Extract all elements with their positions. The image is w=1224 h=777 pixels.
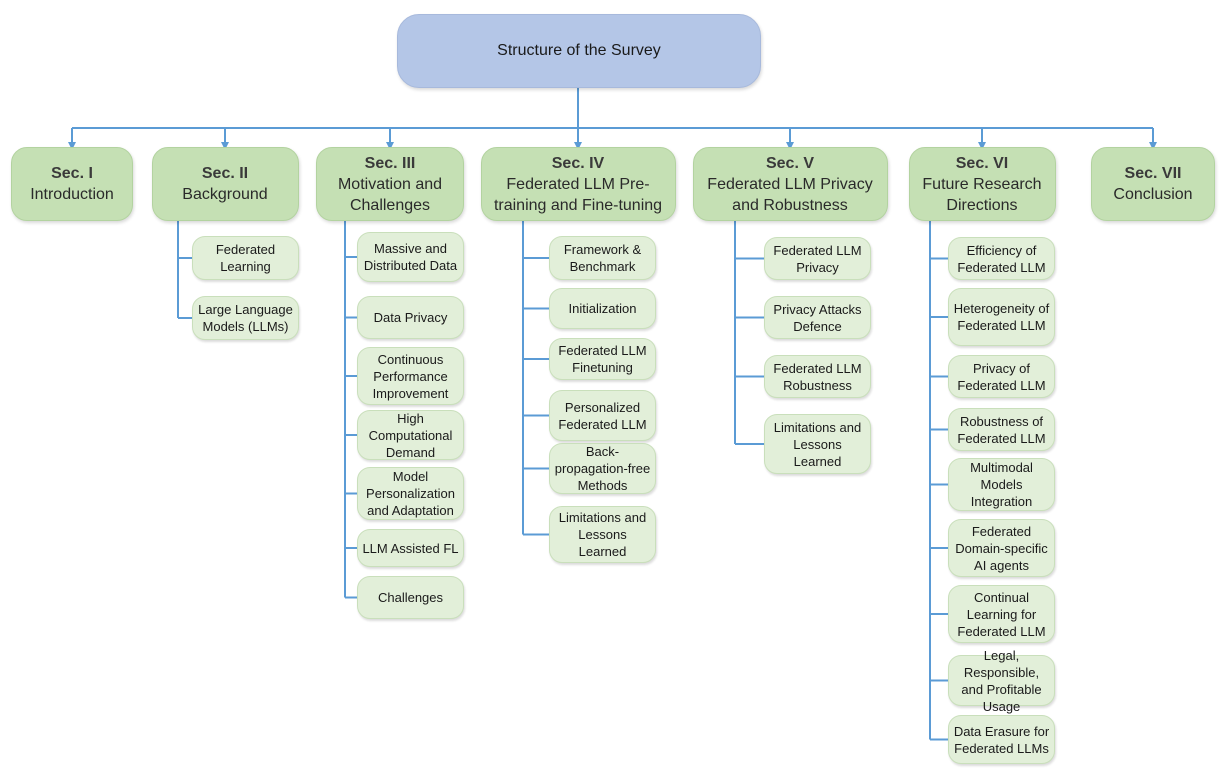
sec-5-topic-4: Limitations and Lessons Learned bbox=[764, 414, 871, 474]
sec-4-topic-1: Framework & Benchmark bbox=[549, 236, 656, 280]
sec-2-topic-2: Large Language Models (LLMs) bbox=[192, 296, 299, 340]
sec-3-topic-5: Model Personalization and Adaptation bbox=[357, 467, 464, 520]
sec-3-topic-6: LLM Assisted FL bbox=[357, 529, 464, 567]
root-label: Structure of the Survey bbox=[497, 42, 661, 59]
sec-4-topic-5: Back-propagation-free Methods bbox=[549, 443, 656, 494]
sec-6-topic-5: Multimodal Models Integration bbox=[948, 458, 1055, 511]
sec-6-topic-3: Privacy of Federated LLM bbox=[948, 355, 1055, 398]
sec-1-box: Sec. I Introduction bbox=[11, 147, 133, 221]
sec-6-title: Future Research Directions bbox=[922, 175, 1042, 214]
sec-3-topic-3: Continuous Performance Improvement bbox=[357, 347, 464, 405]
sec-2-topic-1: Federated Learning bbox=[192, 236, 299, 280]
sec-4-number: Sec. IV bbox=[551, 154, 605, 172]
sec-1-number: Sec. I bbox=[51, 165, 93, 182]
sec-2-title: Background bbox=[182, 186, 268, 203]
sec-3-number: Sec. III bbox=[364, 154, 416, 172]
sec-6-topic-4: Robustness of Federated LLM bbox=[948, 408, 1055, 451]
sec-3-topic-4: High Computational Demand bbox=[357, 410, 464, 460]
sec-6-topic-8: Legal, Responsible, and Profitable Usage bbox=[948, 648, 1055, 714]
sec-5-number: Sec. V bbox=[765, 154, 815, 172]
sec-3-title: Motivation and Challenges bbox=[337, 175, 443, 214]
sec-1-title: Introduction bbox=[30, 186, 114, 203]
sec-6-topic-1: Efficiency of Federated LLM bbox=[948, 237, 1055, 280]
sec-4-topic-4: Personalized Federated LLM bbox=[549, 390, 656, 441]
sec-3-box: Sec. III Motivation and Challenges bbox=[316, 147, 464, 221]
sec-6-number: Sec. VI bbox=[955, 154, 1009, 172]
sec-4-topic-6: Limitations and Lessons Learned bbox=[549, 506, 656, 563]
sec-6-box: Sec. VI Future Research Directions bbox=[908, 147, 1056, 221]
sec-6-topic-6: Federated Domain-specific AI agents bbox=[948, 519, 1055, 577]
sec-3-topic-7: Challenges bbox=[357, 576, 464, 619]
sec-5-topic-1: Federated LLM Privacy bbox=[764, 237, 871, 280]
sec-5-topic-3: Federated LLM Robustness bbox=[764, 355, 871, 398]
diagram-root: Structure of the Survey bbox=[397, 14, 761, 88]
sec-3-topic-2: Data Privacy bbox=[357, 296, 464, 339]
sec-4-topic-2: Initialization bbox=[549, 288, 656, 329]
sec-2-number: Sec. II bbox=[201, 165, 249, 182]
sec-6-topic-2: Heterogeneity of Federated LLM bbox=[948, 288, 1055, 346]
sec-7-number: Sec. VII bbox=[1124, 165, 1182, 182]
sec-6-topic-7: Continual Learning for Federated LLM bbox=[948, 585, 1055, 643]
sec-3-topic-1: Massive and Distributed Data bbox=[357, 232, 464, 282]
sec-5-topic-2: Privacy Attacks Defence bbox=[764, 296, 871, 339]
sec-5-box: Sec. V Federated LLM Privacy and Robustne… bbox=[692, 147, 888, 221]
sec-2-box: Sec. II Background bbox=[151, 147, 299, 221]
sec-7-title: Conclusion bbox=[1113, 186, 1193, 203]
sec-4-box: Sec. IV Federated LLM Pre-training and Fi… bbox=[480, 147, 676, 221]
sec-5-title: Federated LLM Privacy and Robustness bbox=[707, 175, 873, 214]
sec-6-topic-9: Data Erasure for Federated LLMs bbox=[948, 715, 1055, 764]
sec-4-topic-3: Federated LLM Finetuning bbox=[549, 338, 656, 380]
sec-4-title: Federated LLM Pre-training and Fine-tuni… bbox=[493, 175, 663, 214]
sec-7-box: Sec. VII Conclusion bbox=[1091, 147, 1215, 221]
